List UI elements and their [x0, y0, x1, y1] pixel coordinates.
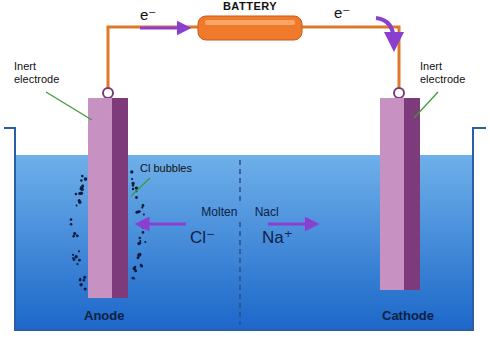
bubble	[83, 279, 85, 281]
bubble	[72, 235, 74, 237]
bubble	[138, 253, 141, 256]
bubble	[80, 192, 84, 196]
bubble	[81, 175, 84, 178]
bubble	[78, 199, 81, 202]
leader-line	[131, 178, 150, 196]
battery-label: BATTERY	[195, 0, 305, 13]
bubble	[131, 178, 133, 180]
battery: BATTERY	[195, 0, 305, 43]
bubble	[81, 188, 84, 191]
bubble	[139, 254, 142, 257]
bubble	[139, 237, 142, 240]
ion-arrow	[268, 223, 312, 226]
bubble	[142, 231, 145, 234]
bubbles-label: Cl bubbles	[140, 162, 192, 175]
electrode-label: Inert electrode	[420, 60, 482, 86]
bubble	[80, 179, 82, 181]
bubble	[137, 256, 140, 259]
bubble	[74, 255, 77, 258]
bubble	[135, 211, 138, 214]
bubble	[72, 254, 74, 256]
bubble	[76, 205, 78, 207]
bubble	[70, 218, 73, 221]
bubble	[78, 259, 81, 262]
bubble	[79, 279, 82, 282]
bubble	[81, 186, 83, 188]
wire	[108, 27, 198, 93]
wire	[302, 27, 399, 93]
electron-label: e⁻	[334, 4, 350, 22]
bubble	[76, 263, 78, 265]
bubble	[84, 288, 87, 291]
cathode-electrode	[380, 88, 420, 290]
bubble	[72, 257, 74, 259]
bubble	[132, 277, 135, 280]
ion-label: Cl⁻	[190, 228, 215, 248]
electrode-name: Cathode	[382, 308, 434, 324]
electrode-label: Inert electrode	[14, 60, 76, 86]
electrolyte-label: Molten Nacl	[190, 205, 290, 219]
bubble	[140, 265, 143, 268]
bubble	[81, 185, 84, 188]
leader-line	[46, 92, 92, 120]
bubble	[142, 226, 145, 229]
anode-electrode	[88, 88, 128, 298]
electron-arrow	[140, 27, 184, 30]
bubble	[139, 240, 141, 242]
electron-arrow	[376, 18, 394, 42]
bubble	[73, 232, 76, 235]
bubble	[141, 207, 143, 209]
bubble	[142, 204, 145, 207]
ion-arrow	[142, 223, 186, 226]
bubble	[78, 250, 80, 252]
bubble	[70, 223, 73, 226]
battery-body	[197, 15, 303, 43]
bubble	[144, 241, 146, 243]
bubble	[83, 276, 86, 279]
bubble	[134, 266, 137, 269]
bubble	[75, 193, 78, 196]
bubble	[79, 283, 82, 286]
bubble	[134, 269, 137, 272]
bubble	[84, 177, 88, 181]
chlorine-bubbles	[70, 170, 147, 290]
bubble	[130, 170, 133, 173]
leader-line	[414, 92, 438, 118]
bubble	[137, 253, 141, 257]
ion-label: Na⁺	[262, 228, 293, 248]
bubble	[132, 188, 134, 190]
divider-line	[239, 160, 241, 325]
bubble	[137, 242, 140, 245]
bubble	[132, 184, 134, 186]
bubble	[143, 214, 145, 216]
electrode-name: Anode	[84, 308, 124, 324]
bubble	[76, 234, 79, 237]
electron-label: e⁻	[140, 6, 156, 24]
bubble	[135, 196, 138, 199]
